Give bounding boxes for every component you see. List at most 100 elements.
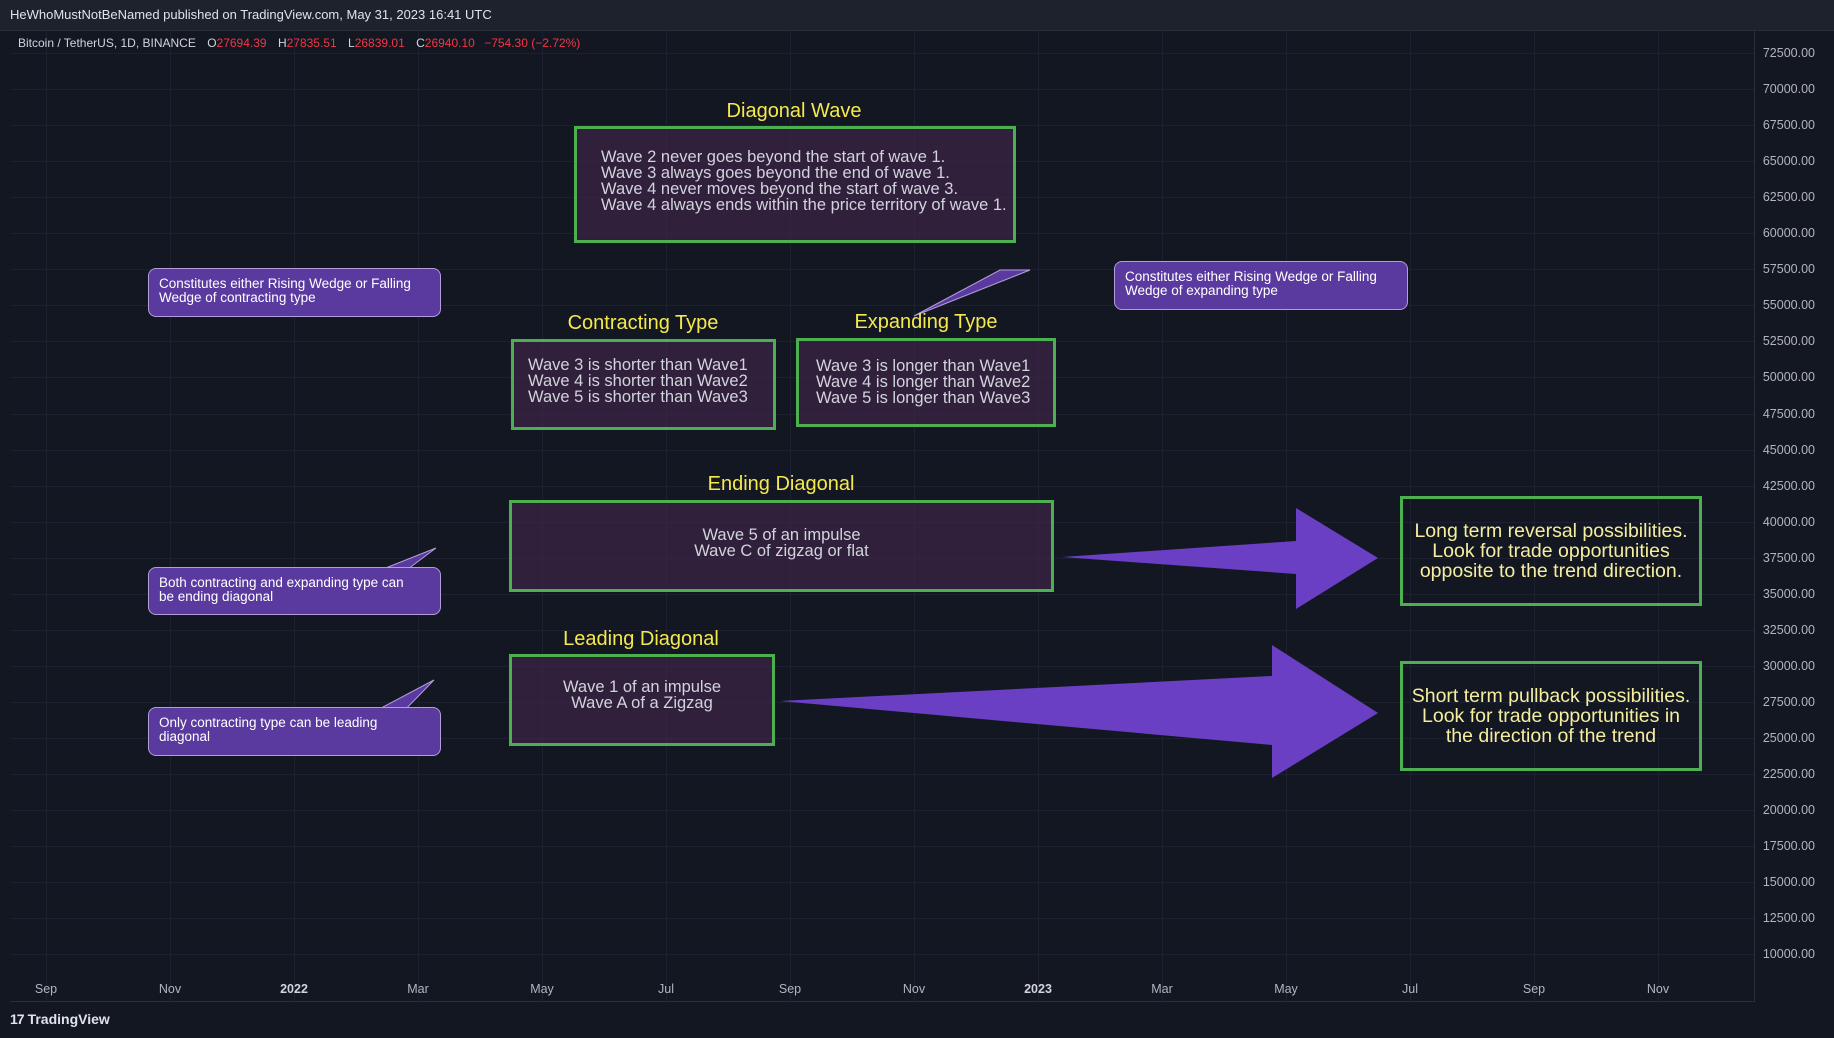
price-tick-label: 42500.00 [1762,478,1815,493]
rule-line: Wave C of zigzag or flat [694,542,869,560]
time-tick-label: 2022 [280,982,308,996]
grid-line-horizontal [10,882,1754,884]
grid-line-horizontal [10,954,1754,956]
price-tick-label: 25000.00 [1762,730,1815,745]
price-tick-label: 12500.00 [1762,911,1815,926]
expanding-callout[interactable]: Constitutes either Rising Wedge or Falli… [1114,261,1408,310]
grid-line-horizontal [10,53,1754,54]
time-tick-label: Mar [1151,982,1173,996]
high-value: 27835.51 [286,36,337,50]
diagonal-wave-title: Diagonal Wave [726,100,862,122]
contracting-box[interactable]: Wave 3 is shorter than Wave1 Wave 4 is s… [511,339,776,430]
rule-line: Wave 5 of an impulse [702,526,861,544]
diagonal-wave-box[interactable]: Wave 2 never goes beyond the start of wa… [574,126,1016,243]
grid-line-vertical [294,31,295,1001]
price-tick-label: 35000.00 [1762,586,1815,601]
grid-line-vertical [1162,31,1163,1001]
time-tick-label: Nov [158,982,182,996]
callout-line: Both contracting and expanding type can [159,575,404,590]
callout-line: Wedge of contracting type [159,290,316,305]
grid-line-horizontal [10,810,1754,812]
price-tick-label: 47500.00 [1762,406,1815,421]
price-tick-label: 15000.00 [1762,875,1815,890]
low-value: 26839.01 [354,36,405,50]
tradingview-logo-icon: 17 [10,1011,25,1027]
contracting-title: Contracting Type [567,312,719,334]
grid-line-horizontal [10,737,1754,739]
price-tick-label: 37500.00 [1762,550,1815,565]
price-tick-label: 72500.00 [1762,46,1815,60]
callout-line: Constitutes either Rising Wedge or Falli… [159,276,411,291]
price-tick-label: 67500.00 [1762,118,1815,133]
brand-name: TradingView [27,1011,110,1027]
price-tick-label: 60000.00 [1762,226,1815,241]
price-tick-label: 50000.00 [1762,370,1815,385]
grid-line-horizontal [10,629,1754,631]
ending-callout[interactable]: Both contracting and expanding type can … [148,567,441,615]
price-tick-label: 52500.00 [1762,334,1815,349]
price-tick-label: 65000.00 [1762,154,1815,169]
price-tick-label: 17500.00 [1762,839,1815,854]
high-key: H [277,36,287,50]
ending-arrow [1062,508,1378,609]
callout-line: diagonal [159,729,211,744]
time-tick-label: Sep [778,982,802,996]
price-tick-label: 32500.00 [1762,622,1815,637]
grid-line-horizontal [10,449,1754,451]
reversal-result-box[interactable]: Long term reversal possibilities. Look f… [1400,496,1702,606]
rule-line: Wave 3 is shorter than Wave1 [528,356,748,374]
contracting-callout[interactable]: Constitutes either Rising Wedge or Falli… [148,268,441,317]
callout-line: Only contracting type can be leading [159,715,378,730]
time-tick-label: Nov [1646,982,1670,996]
time-tick-label: 2023 [1024,982,1052,996]
leading-diagonal-box[interactable]: Wave 1 of an impulse Wave A of a Zigzag [509,654,775,746]
price-tick-label: 57500.00 [1762,262,1815,277]
grid-line-vertical [1658,31,1659,1001]
expanding-title: Expanding Type [854,311,998,333]
grid-line-horizontal [10,665,1754,667]
price-tick-label: 27500.00 [1762,694,1815,709]
leading-diagonal-title: Leading Diagonal [563,628,719,650]
rule-line: Wave 4 always ends within the price terr… [601,196,1007,214]
result-line: Look for trade opportunities [1432,540,1670,562]
price-axis[interactable] [1755,31,1834,1001]
price-tick-label: 40000.00 [1762,514,1815,529]
open-key: O [207,36,217,50]
price-tick-label: 22500.00 [1762,767,1815,781]
pullback-result-box[interactable]: Short term pullback possibilities. Look … [1400,661,1702,771]
ending-diagonal-box[interactable]: Wave 5 of an impulse Wave C of zigzag or… [509,500,1054,592]
rule-line: Wave 2 never goes beyond the start of wa… [601,148,946,166]
time-tick-label: May [530,982,554,996]
ending-diagonal-title: Ending Diagonal [707,473,855,495]
grid-line-horizontal [10,593,1754,595]
grid-line-vertical [418,31,419,1001]
expanding-box[interactable]: Wave 3 is longer than Wave1 Wave 4 is lo… [796,338,1056,427]
time-tick-label: Sep [34,982,58,996]
leading-callout[interactable]: Only contracting type can be leading dia… [148,707,441,756]
price-tick-label: 45000.00 [1762,442,1815,457]
publisher-bar: HeWhoMustNotBeNamed published on Trading… [0,0,1834,31]
grid-line-horizontal [10,485,1754,487]
grid-line-vertical [170,31,171,1001]
callout-line: Wedge of expanding type [1125,283,1278,298]
price-tick-label: 55000.00 [1762,298,1815,313]
price-tick-label: 10000.00 [1762,947,1815,962]
footer-bar [0,1008,1834,1038]
rule-line: Wave 4 is shorter than Wave2 [528,372,748,390]
grid-line-horizontal [10,89,1754,91]
rule-line: Wave 1 of an impulse [562,678,722,696]
price-tick-label: 70000.00 [1762,82,1815,97]
close-value: 26940.10 [424,36,475,50]
time-tick-label: Mar [407,982,429,996]
grid-line-vertical [1534,31,1535,1001]
rule-line: Wave A of a Zigzag [571,694,713,712]
symbol-legend[interactable]: Bitcoin / TetherUS, 1D, BINANCE O27694.3… [18,36,580,50]
time-tick-label: Nov [902,982,926,996]
grid-line-horizontal [10,846,1754,848]
rule-line: Wave 4 never moves beyond the start of w… [601,180,959,198]
time-tick-label: Jul [1402,982,1418,996]
symbol-name[interactable]: Bitcoin / TetherUS, 1D, BINANCE [18,36,196,50]
grid-line-horizontal [10,125,1754,127]
result-line: the direction of the trend [1445,725,1657,747]
